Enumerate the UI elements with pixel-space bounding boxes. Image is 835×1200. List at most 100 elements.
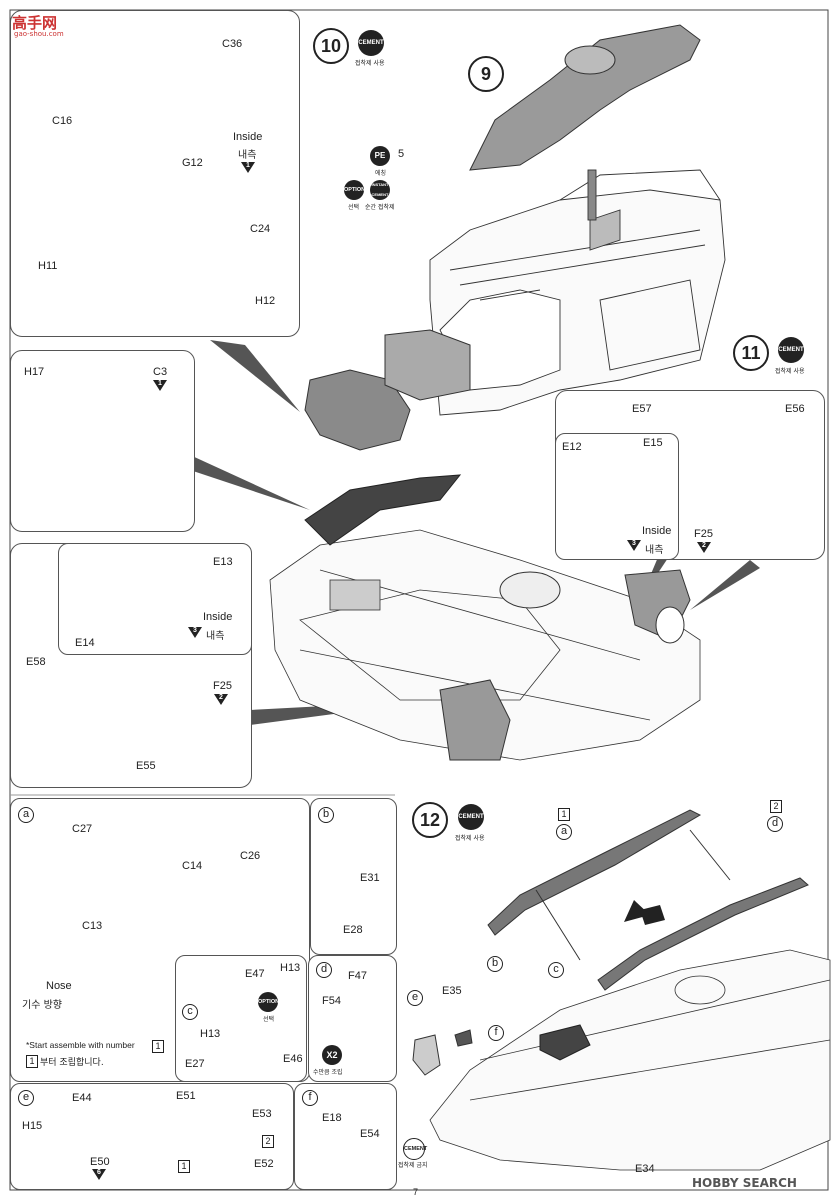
panel-skid-e bbox=[10, 1083, 294, 1190]
part-label-h15: H15 bbox=[22, 1120, 43, 1132]
part-label-e50: E50 bbox=[90, 1156, 110, 1168]
option-badge-c: OPTION bbox=[258, 992, 279, 1012]
step12-square-1: 1 bbox=[558, 808, 570, 821]
part-label-e51: E51 bbox=[176, 1090, 196, 1102]
e50-triangle bbox=[92, 1169, 106, 1180]
panel-skid-b bbox=[310, 798, 397, 955]
part-label-e53: E53 bbox=[252, 1108, 272, 1120]
part-label-c3: C3 bbox=[153, 366, 168, 378]
step12-ref-b: b bbox=[487, 956, 503, 972]
step-9-number: 9 bbox=[468, 56, 504, 92]
start-note-num-1: 1 bbox=[152, 1040, 164, 1053]
panel-top-left bbox=[10, 10, 300, 337]
part-label-c16: C16 bbox=[52, 115, 73, 127]
part-label-f25-left: F25 bbox=[213, 680, 232, 692]
part-label-e13: E13 bbox=[213, 556, 233, 568]
nose-label-ko: 기수 방향 bbox=[22, 1000, 62, 1011]
part-label-h12: H12 bbox=[255, 295, 276, 307]
step-12-number: 12 bbox=[412, 802, 448, 838]
part-label-e28: E28 bbox=[343, 924, 363, 936]
instant-cement-badge: INSTANT CEMENT bbox=[370, 180, 390, 200]
option-badge-c-ko: 선택 bbox=[263, 1016, 275, 1023]
part-label-h17: H17 bbox=[24, 366, 45, 378]
part-label-e18: E18 bbox=[322, 1112, 342, 1124]
step12-ref-c: c bbox=[548, 962, 564, 978]
part-label-f47: F47 bbox=[348, 970, 367, 982]
start-note: *Start assemble with number bbox=[26, 1040, 135, 1050]
e-square-1: 1 bbox=[178, 1160, 190, 1173]
page-number: 7 bbox=[413, 1187, 419, 1197]
pe-badge: PE bbox=[370, 146, 390, 166]
e-square-2: 2 bbox=[262, 1135, 274, 1148]
ref-d-circle: d bbox=[316, 962, 332, 978]
inside-label-step11-ko: 내측 bbox=[645, 545, 664, 556]
f25-right-triangle-num: 2 bbox=[702, 542, 706, 549]
x2-badge-ko: 수만큼 조립 bbox=[313, 1069, 343, 1076]
part-label-e35: E35 bbox=[442, 985, 462, 997]
part-label-e15: E15 bbox=[643, 437, 663, 449]
part-label-e14: E14 bbox=[75, 637, 95, 649]
step-10-cement-ko: 접착제 사용 bbox=[355, 60, 385, 67]
inside-e13-triangle bbox=[188, 627, 202, 638]
part-label-g12: G12 bbox=[182, 157, 203, 169]
step-11-cement-ko: 접착제 사용 bbox=[775, 368, 805, 375]
inside-label-e13: Inside bbox=[203, 611, 233, 623]
x2-badge: X2 bbox=[322, 1045, 342, 1065]
step12-square-2: 2 bbox=[770, 800, 782, 813]
part-label-e58: E58 bbox=[26, 656, 46, 668]
step12-ref-f: f bbox=[488, 1025, 504, 1041]
part-label-c13: C13 bbox=[82, 920, 103, 932]
c3-triangle-num: 1 bbox=[158, 380, 162, 387]
inside-step11-triangle-num: 3 bbox=[632, 540, 636, 547]
part-label-c14: C14 bbox=[182, 860, 203, 872]
inside-label-ko: 내측 bbox=[238, 150, 257, 161]
f25-left-triangle-num: 2 bbox=[219, 694, 223, 701]
part-label-e27: E27 bbox=[185, 1058, 205, 1070]
part-label-f54: F54 bbox=[322, 995, 341, 1007]
e50-triangle-num: 6 bbox=[97, 1169, 101, 1176]
panel-step11-inner bbox=[555, 433, 679, 560]
instant-cement-ko: 순간 접착제 bbox=[365, 204, 395, 211]
part-label-f25-right: F25 bbox=[694, 528, 713, 540]
panel-skid-c bbox=[175, 955, 307, 1082]
part-label-e46: E46 bbox=[283, 1053, 303, 1065]
ref-b-circle: b bbox=[318, 807, 334, 823]
inside-triangle-1-num: 1 bbox=[246, 162, 250, 169]
watermark-logo: 高手网 bbox=[12, 15, 58, 32]
part-label-c27: C27 bbox=[72, 823, 93, 835]
step-11-cement-badge: CEMENT bbox=[778, 337, 804, 363]
part-label-e44: E44 bbox=[72, 1092, 92, 1104]
pe-part-number: 5 bbox=[398, 148, 405, 160]
part-label-c24: C24 bbox=[250, 223, 271, 235]
ref-e-circle: e bbox=[18, 1090, 34, 1106]
panel-e13-inner bbox=[58, 543, 252, 655]
inside-e13-triangle-num: 3 bbox=[193, 627, 197, 634]
c3-triangle bbox=[153, 380, 167, 391]
part-label-c36: C36 bbox=[222, 38, 243, 50]
f25-right-triangle bbox=[697, 542, 711, 553]
part-label-h13-top: H13 bbox=[280, 962, 301, 974]
part-label-e57: E57 bbox=[632, 403, 652, 415]
inside-step11-triangle bbox=[627, 540, 641, 551]
part-label-e52: E52 bbox=[254, 1158, 274, 1170]
inside-triangle-1 bbox=[241, 162, 255, 173]
step12-ref-e: e bbox=[407, 990, 423, 1006]
watermark-url: gao-shou.com bbox=[14, 30, 64, 38]
start-note-ko: 부터 조립합니다. bbox=[40, 1058, 104, 1068]
part-label-e54: E54 bbox=[360, 1128, 380, 1140]
f25-left-triangle bbox=[214, 694, 228, 705]
ref-f-circle: f bbox=[302, 1090, 318, 1106]
inside-label: Inside bbox=[233, 131, 263, 143]
part-label-e55: E55 bbox=[136, 760, 156, 772]
no-cement-badge: CEMENT bbox=[403, 1138, 427, 1160]
ref-a-circle: a bbox=[18, 807, 34, 823]
ref-c-circle: c bbox=[182, 1004, 198, 1020]
step12-ref-a: a bbox=[556, 824, 572, 840]
part-label-h13-left: H13 bbox=[200, 1028, 221, 1040]
step-10-number: 10 bbox=[313, 28, 349, 64]
no-cement-ko: 접착제 금지 bbox=[398, 1162, 428, 1169]
part-label-e12: E12 bbox=[562, 441, 582, 453]
step-11-number: 11 bbox=[733, 335, 769, 371]
part-label-e56: E56 bbox=[785, 403, 805, 415]
start-note-num-2: 1 bbox=[26, 1055, 38, 1068]
